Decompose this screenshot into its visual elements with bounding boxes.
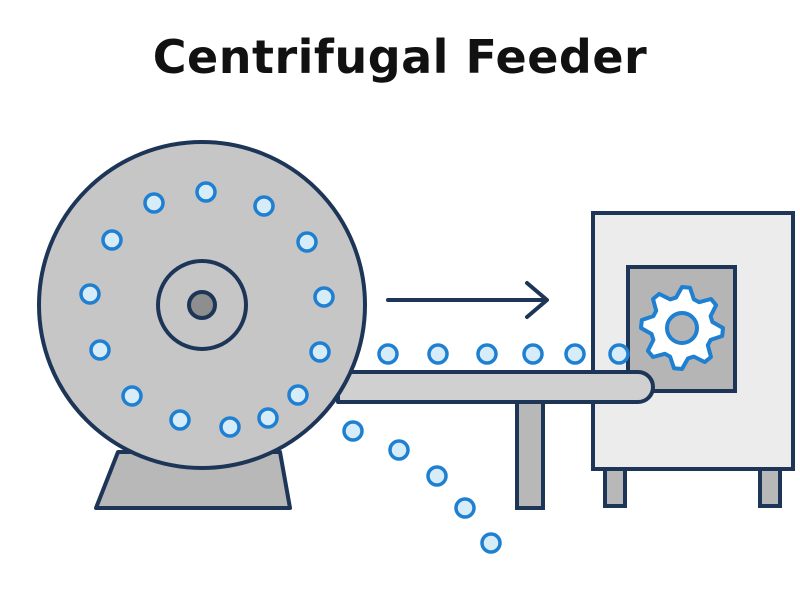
- falling-parts: [342, 420, 502, 554]
- disc-part: [253, 195, 275, 217]
- disc-part: [79, 283, 101, 305]
- machine-leg-left: [603, 464, 627, 508]
- disc-part: [101, 229, 123, 251]
- gear-hole: [665, 311, 699, 345]
- conveyor-part: [476, 343, 498, 365]
- disc-part: [313, 286, 335, 308]
- disc-part: [257, 407, 279, 429]
- disc-part: [296, 231, 318, 253]
- disc-part: [219, 416, 241, 438]
- disc-part: [195, 181, 217, 203]
- disc-parts: [79, 181, 335, 438]
- disc-part: [89, 339, 111, 361]
- falling-part: [426, 465, 448, 487]
- falling-part: [342, 420, 364, 442]
- disc-axle: [187, 290, 217, 320]
- arrow-right-icon: [386, 281, 549, 319]
- conveyor-parts: [377, 343, 630, 365]
- conveyor-part: [522, 343, 544, 365]
- conveyor-chute: [336, 370, 655, 404]
- diagram-title: Centrifugal Feeder: [152, 30, 648, 84]
- disc-part: [287, 384, 309, 406]
- machine-leg-right: [758, 464, 782, 508]
- conveyor-part: [427, 343, 449, 365]
- falling-part: [480, 532, 502, 554]
- falling-part: [388, 439, 410, 461]
- conveyor-leg: [515, 394, 545, 510]
- conveyor-part: [608, 343, 630, 365]
- conveyor-part: [377, 343, 399, 365]
- disc-part: [121, 385, 143, 407]
- disc-part: [309, 341, 331, 363]
- disc-part: [143, 192, 165, 214]
- disc-part: [169, 409, 191, 431]
- gear-icon: [639, 285, 725, 371]
- falling-part: [454, 497, 476, 519]
- conveyor-part: [564, 343, 586, 365]
